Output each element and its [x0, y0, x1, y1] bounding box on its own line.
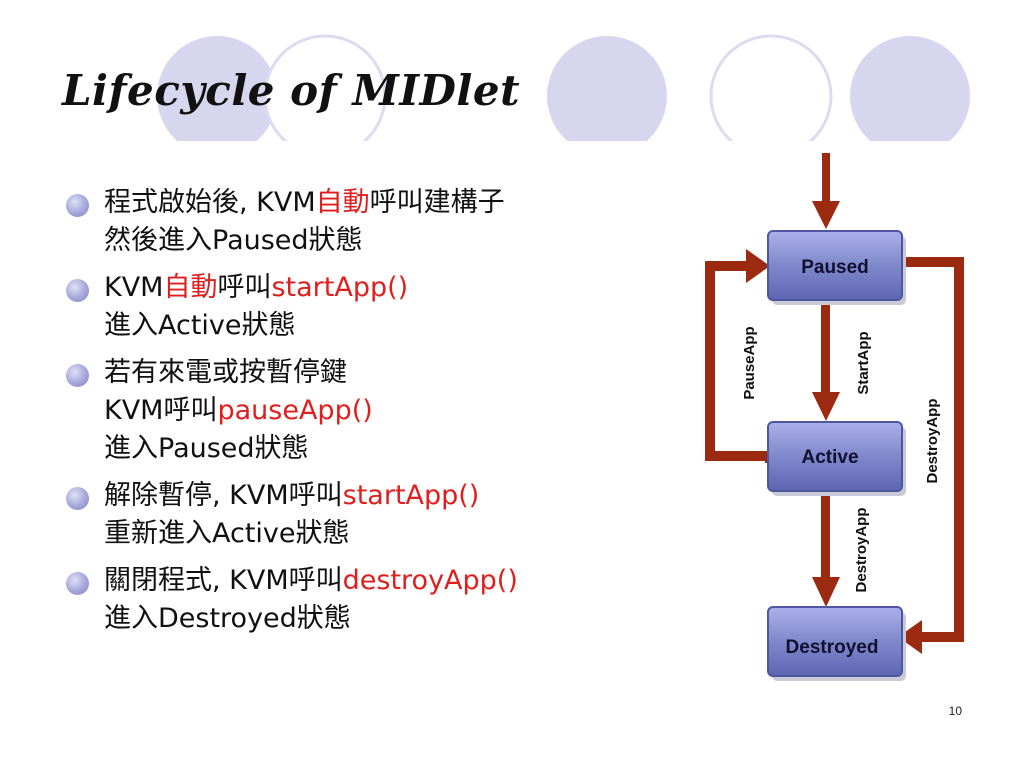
- lifecycle-diagram: Paused Active Destroyed PauseApp StartAp…: [705, 153, 964, 681]
- highlighted-term: startApp(): [342, 480, 480, 511]
- state-paused: Paused: [767, 230, 906, 305]
- bullet-item: 關閉程式, KVM呼叫destroyApp()進入Destroyed狀態: [66, 562, 716, 638]
- state-label-destroyed: Destroyed: [786, 637, 879, 658]
- bullet-text: 若有來電或按暫停鍵: [104, 357, 347, 388]
- bullet-text: 進入Active狀態: [104, 310, 296, 341]
- bullet-dot-icon: [66, 487, 89, 510]
- destroy-from-paused-arrow: [898, 257, 964, 654]
- bullet-text: KVM呼叫: [104, 395, 218, 426]
- bullet-text: 然後進入Paused狀態: [104, 225, 363, 256]
- bullet-line: 程式啟始後, KVM自動呼叫建構子: [104, 184, 716, 222]
- bullet-text: 進入Destroyed狀態: [104, 603, 351, 634]
- bullet-line: KVM呼叫pauseApp(): [104, 392, 716, 430]
- bullet-text: 呼叫建構子: [369, 187, 505, 218]
- slide-title: Lifecycle of MIDlet: [62, 66, 520, 115]
- highlighted-term: pauseApp(): [217, 395, 373, 426]
- bullet-item: 程式啟始後, KVM自動呼叫建構子然後進入Paused狀態: [66, 184, 716, 260]
- transition-label-start: StartApp: [855, 331, 872, 394]
- bullet-text: KVM: [104, 272, 164, 303]
- bullet-dot-icon: [66, 572, 89, 595]
- decorative-circles: [157, 34, 970, 141]
- bullet-dot-icon: [66, 279, 89, 302]
- bullet-text: 程式啟始後, KVM: [104, 187, 316, 218]
- bullet-line: 解除暫停, KVM呼叫startApp(): [104, 477, 716, 515]
- bullet-line: 進入Destroyed狀態: [104, 600, 716, 638]
- destroy-from-active-arrow: [812, 495, 840, 607]
- bullet-text: 進入Paused狀態: [104, 433, 309, 464]
- bullet-line: 然後進入Paused狀態: [104, 222, 716, 260]
- decor-circle: [709, 34, 833, 141]
- entry-arrow: [812, 153, 840, 229]
- bullet-line: 重新進入Active狀態: [104, 515, 716, 553]
- bullet-text: 呼叫: [217, 272, 272, 303]
- bullet-text: 解除暫停, KVM呼叫: [104, 480, 343, 511]
- state-active: Active: [767, 421, 906, 496]
- transition-label-destroy-paused: DestroyApp: [924, 398, 941, 483]
- state-label-paused: Paused: [801, 257, 869, 278]
- bullet-line: 進入Paused狀態: [104, 430, 716, 468]
- bullet-line: KVM自動呼叫startApp(): [104, 269, 716, 307]
- bullet-item: KVM自動呼叫startApp()進入Active狀態: [66, 269, 716, 345]
- bullet-item: 解除暫停, KVM呼叫startApp()重新進入Active狀態: [66, 477, 716, 553]
- highlighted-term: startApp(): [271, 272, 409, 303]
- bullet-line: 若有來電或按暫停鍵: [104, 354, 716, 392]
- transition-label-pause: PauseApp: [741, 326, 758, 399]
- decor-circle: [157, 36, 277, 141]
- transition-label-destroy-active: DestroyApp: [853, 507, 870, 592]
- bullet-dot-icon: [66, 364, 89, 387]
- highlighted-term: destroyApp(): [342, 565, 518, 596]
- bullet-line: 進入Active狀態: [104, 307, 716, 345]
- state-destroyed: Destroyed: [767, 606, 906, 681]
- highlighted-term: 自動: [163, 272, 218, 303]
- decor-circle: [263, 34, 387, 141]
- page-number: 10: [948, 704, 962, 718]
- decor-circle: [850, 36, 970, 141]
- decor-circle: [547, 36, 667, 141]
- pause-transition-arrow: [705, 249, 775, 463]
- state-label-active: Active: [801, 447, 858, 468]
- start-transition-arrow: [812, 305, 840, 421]
- bullet-dot-icon: [66, 194, 89, 217]
- bullet-text: 關閉程式, KVM呼叫: [104, 565, 343, 596]
- bullet-text: 重新進入Active狀態: [104, 518, 350, 549]
- bullet-line: 關閉程式, KVM呼叫destroyApp(): [104, 562, 716, 600]
- highlighted-term: 自動: [315, 187, 370, 218]
